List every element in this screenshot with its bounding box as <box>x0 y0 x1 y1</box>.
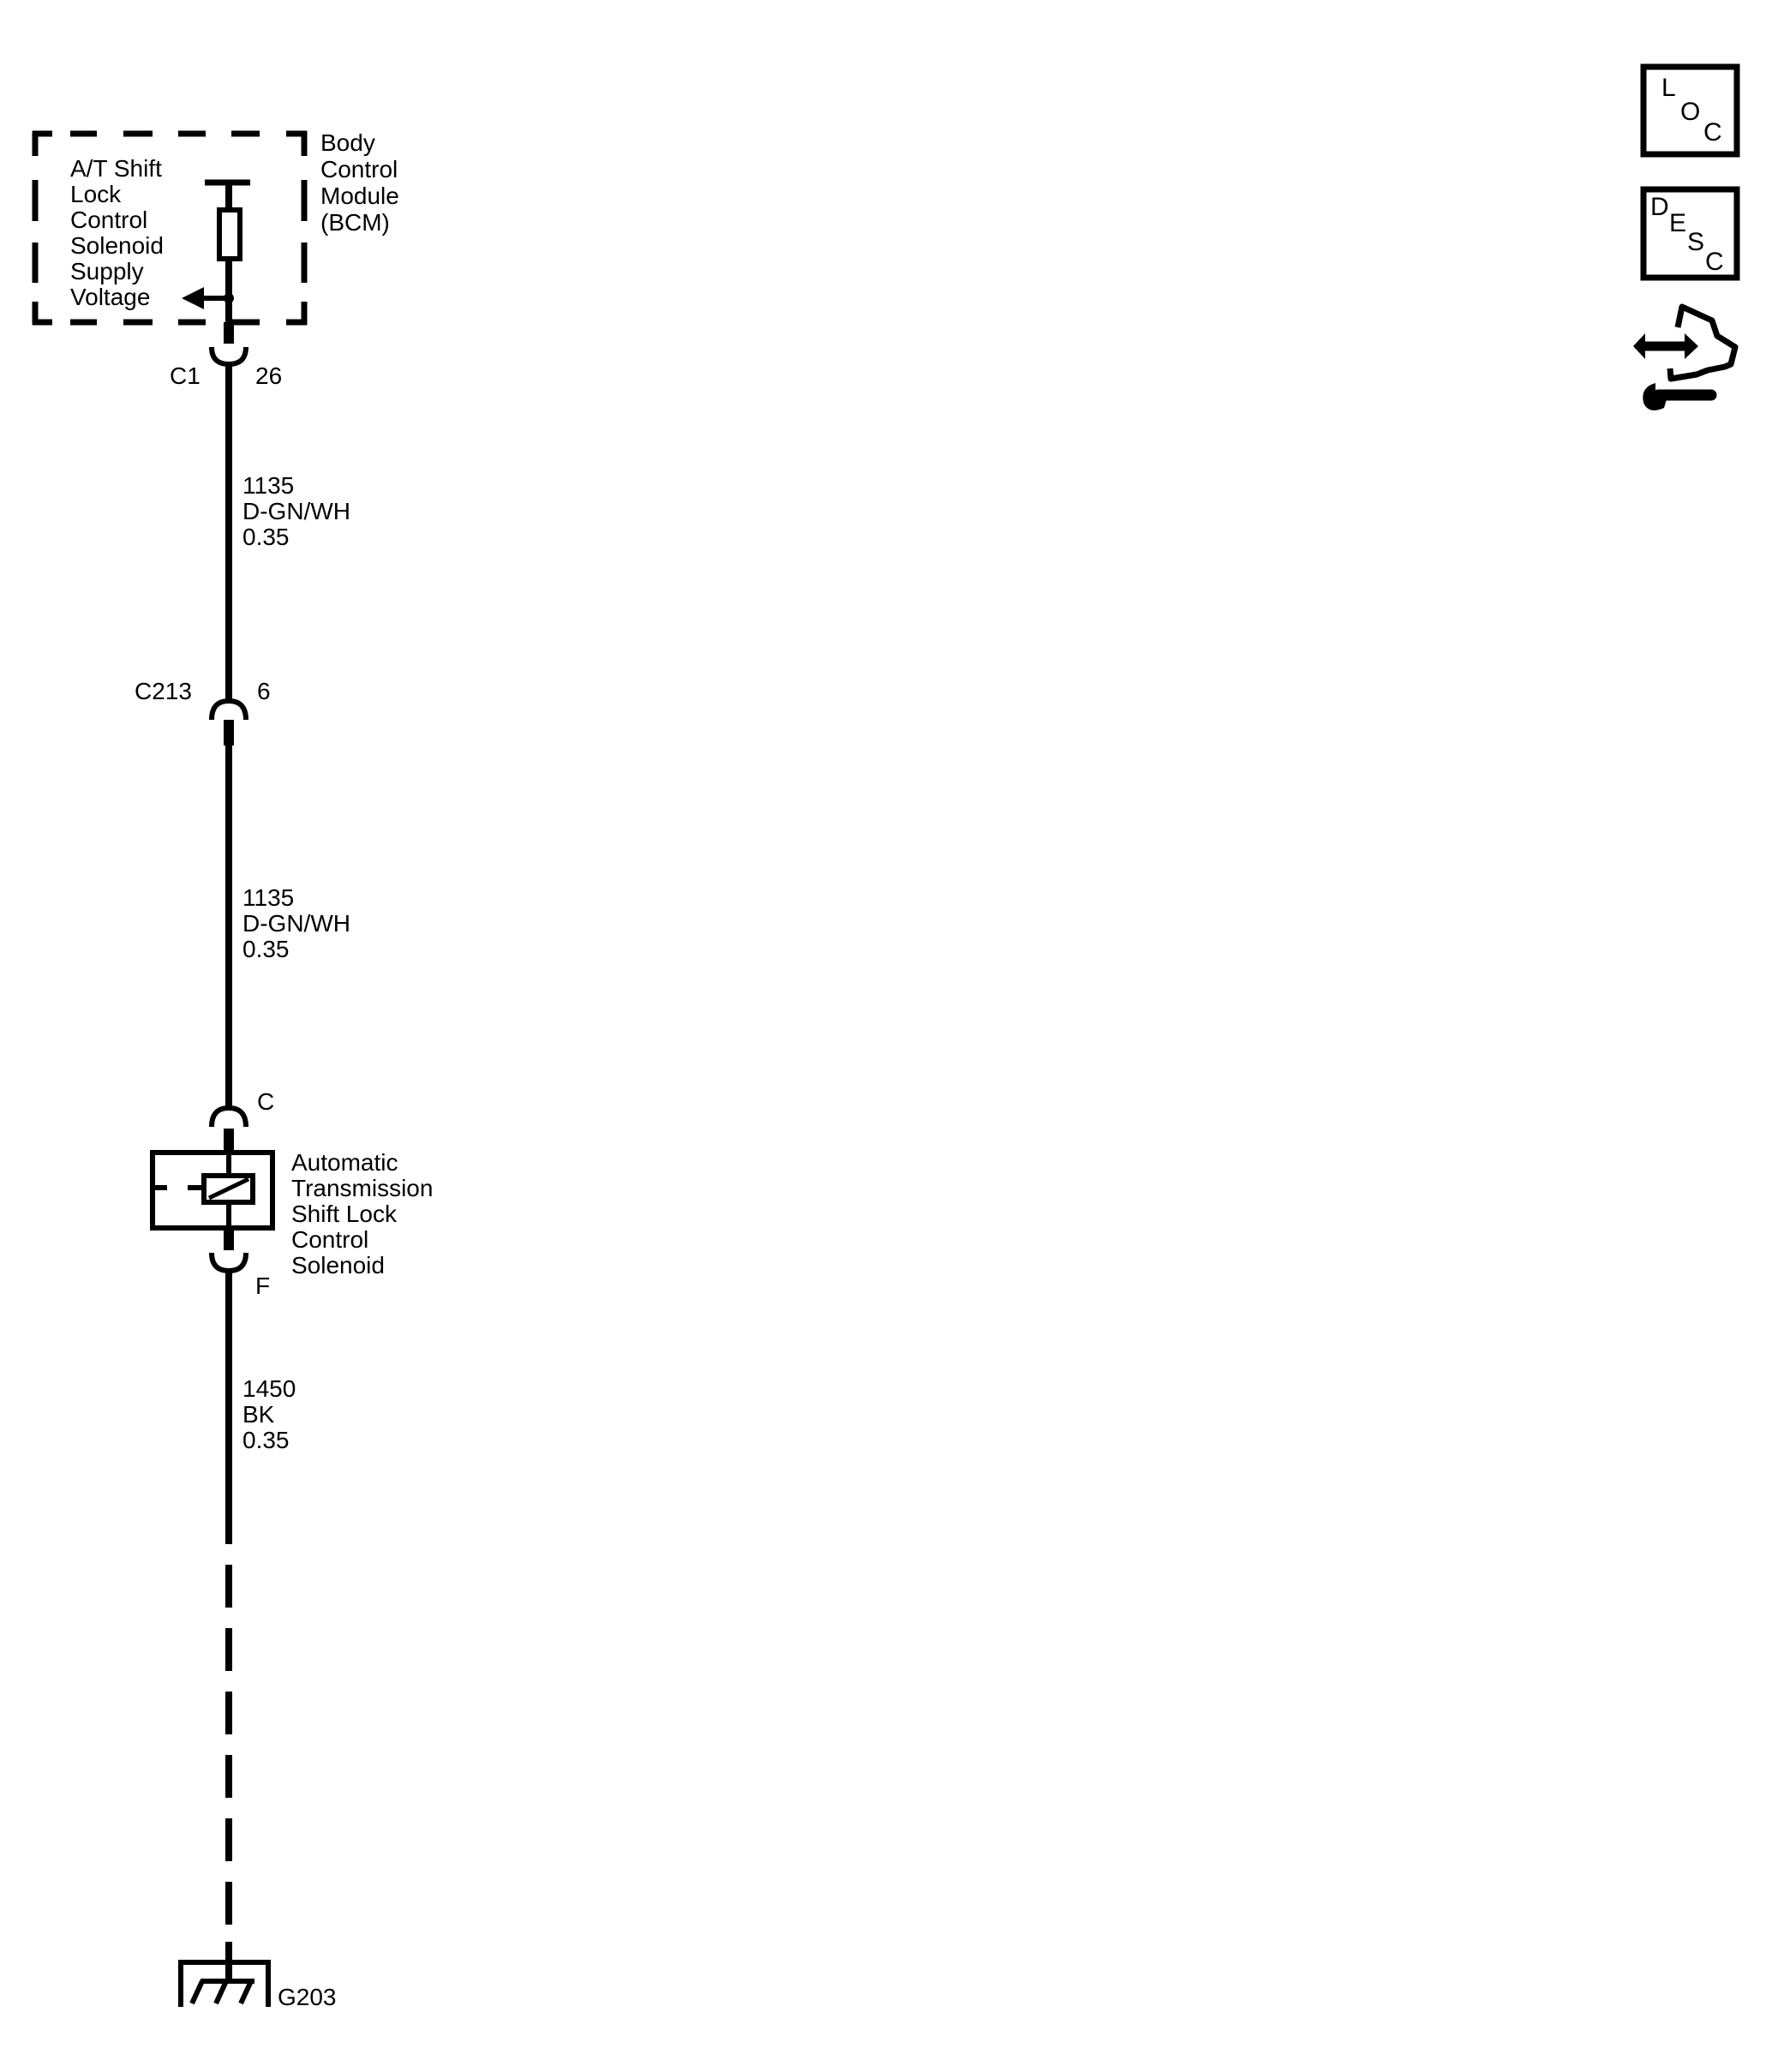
wire-circuit-number: 1135 <box>242 884 294 911</box>
location-icon-letter: C <box>1703 118 1722 147</box>
connector-female-arc-icon <box>209 1252 248 1274</box>
connector-c213-pin: 6 <box>257 678 271 704</box>
description-icon-letter: S <box>1687 228 1704 256</box>
wire-1450[interactable]: 1450 BK 0.35 <box>225 1269 302 1961</box>
bcm-internal-label-line: Lock <box>70 181 122 207</box>
connector-c1-name: C1 <box>170 362 201 389</box>
wire-1135-segment-2[interactable]: 1135 D-GN/WH 0.35 <box>225 744 357 1110</box>
bcm-dashed-border <box>32 130 308 326</box>
solenoid-pin-f: F <box>255 1273 270 1299</box>
wire-circuit-number: 1450 <box>242 1375 296 1402</box>
bcm-internal-label: A/T Shift Lock Control Solenoid Supply V… <box>70 155 171 310</box>
ground-g203[interactable]: G203 <box>178 1942 337 2010</box>
wire-gauge: 0.35 <box>242 936 290 962</box>
wire-circuit-number: 1135 <box>242 472 294 499</box>
bcm-supply-voltage-circuit <box>182 179 250 344</box>
bcm-module-label-line: Control <box>320 156 398 183</box>
bcm-internal-label-line: Solenoid <box>70 232 164 259</box>
description-icon-letter: D <box>1650 193 1669 221</box>
arrow-left-icon <box>182 287 204 309</box>
bcm-module-label-line: (BCM) <box>320 209 390 236</box>
bcm-internal-label-line: Control <box>70 207 147 233</box>
connector-c1-pin: 26 <box>255 362 282 389</box>
description-icon-letter: E <box>1669 209 1686 237</box>
double-arrow-icon <box>1633 333 1698 359</box>
solenoid-label-line: Solenoid <box>291 1252 385 1279</box>
location-icon-letter: O <box>1680 98 1700 126</box>
description-icon-letter: C <box>1705 248 1724 276</box>
wire-1135-segment-1[interactable]: 1135 D-GN/WH 0.35 <box>225 362 357 703</box>
ground-icon <box>178 1942 271 2007</box>
connector-female-arc-icon <box>209 698 248 721</box>
wrench-icon <box>1643 383 1717 410</box>
wire-color: BK <box>242 1401 275 1428</box>
connector-c213-name: C213 <box>135 678 192 704</box>
bcm-internal-label-line: Voltage <box>70 284 150 310</box>
solenoid-label-line: Shift Lock <box>291 1201 398 1227</box>
description-icon[interactable]: D E S C <box>1640 186 1740 281</box>
solenoid-label-line: Automatic <box>291 1149 398 1176</box>
location-icon-letter: L <box>1661 74 1676 102</box>
bcm-internal-label-line: A/T Shift <box>70 155 162 182</box>
shift-lock-solenoid[interactable]: C F Automatic Transmission Shift Lock Co… <box>150 1088 440 1299</box>
wire-label: 1135 D-GN/WH 0.35 <box>242 472 357 550</box>
bcm-module-label-line: Body <box>320 129 375 156</box>
solenoid-label-line: Transmission <box>291 1175 433 1201</box>
wire-label: 1450 BK 0.35 <box>242 1375 302 1453</box>
wire-color: D-GN/WH <box>242 910 350 937</box>
connector-c213[interactable]: C213 6 <box>135 678 271 746</box>
bcm-module-label-line: Module <box>320 183 399 209</box>
solenoid-label: Automatic Transmission Shift Lock Contro… <box>291 1149 440 1279</box>
wire-gauge: 0.35 <box>242 524 290 550</box>
ground-name: G203 <box>278 1984 337 2010</box>
wire-label: 1135 D-GN/WH 0.35 <box>242 884 357 962</box>
wire-color: D-GN/WH <box>242 498 350 524</box>
location-icon[interactable]: L O C <box>1640 63 1740 158</box>
connector-repair-icon[interactable] <box>1633 303 1739 410</box>
solenoid-label-line: Control <box>291 1226 368 1253</box>
solenoid-coil-icon <box>201 1173 255 1205</box>
bcm-module[interactable]: A/T Shift Lock Control Solenoid Supply V… <box>32 129 406 344</box>
bcm-module-label: Body Control Module (BCM) <box>320 129 406 236</box>
bcm-internal-label-line: Supply <box>70 258 144 284</box>
connector-female-arc-icon <box>209 346 248 368</box>
resistor-icon <box>217 207 242 261</box>
wire-gauge: 0.35 <box>242 1427 290 1453</box>
solenoid-pin-c: C <box>257 1088 274 1115</box>
connector-female-arc-icon <box>209 1105 248 1128</box>
